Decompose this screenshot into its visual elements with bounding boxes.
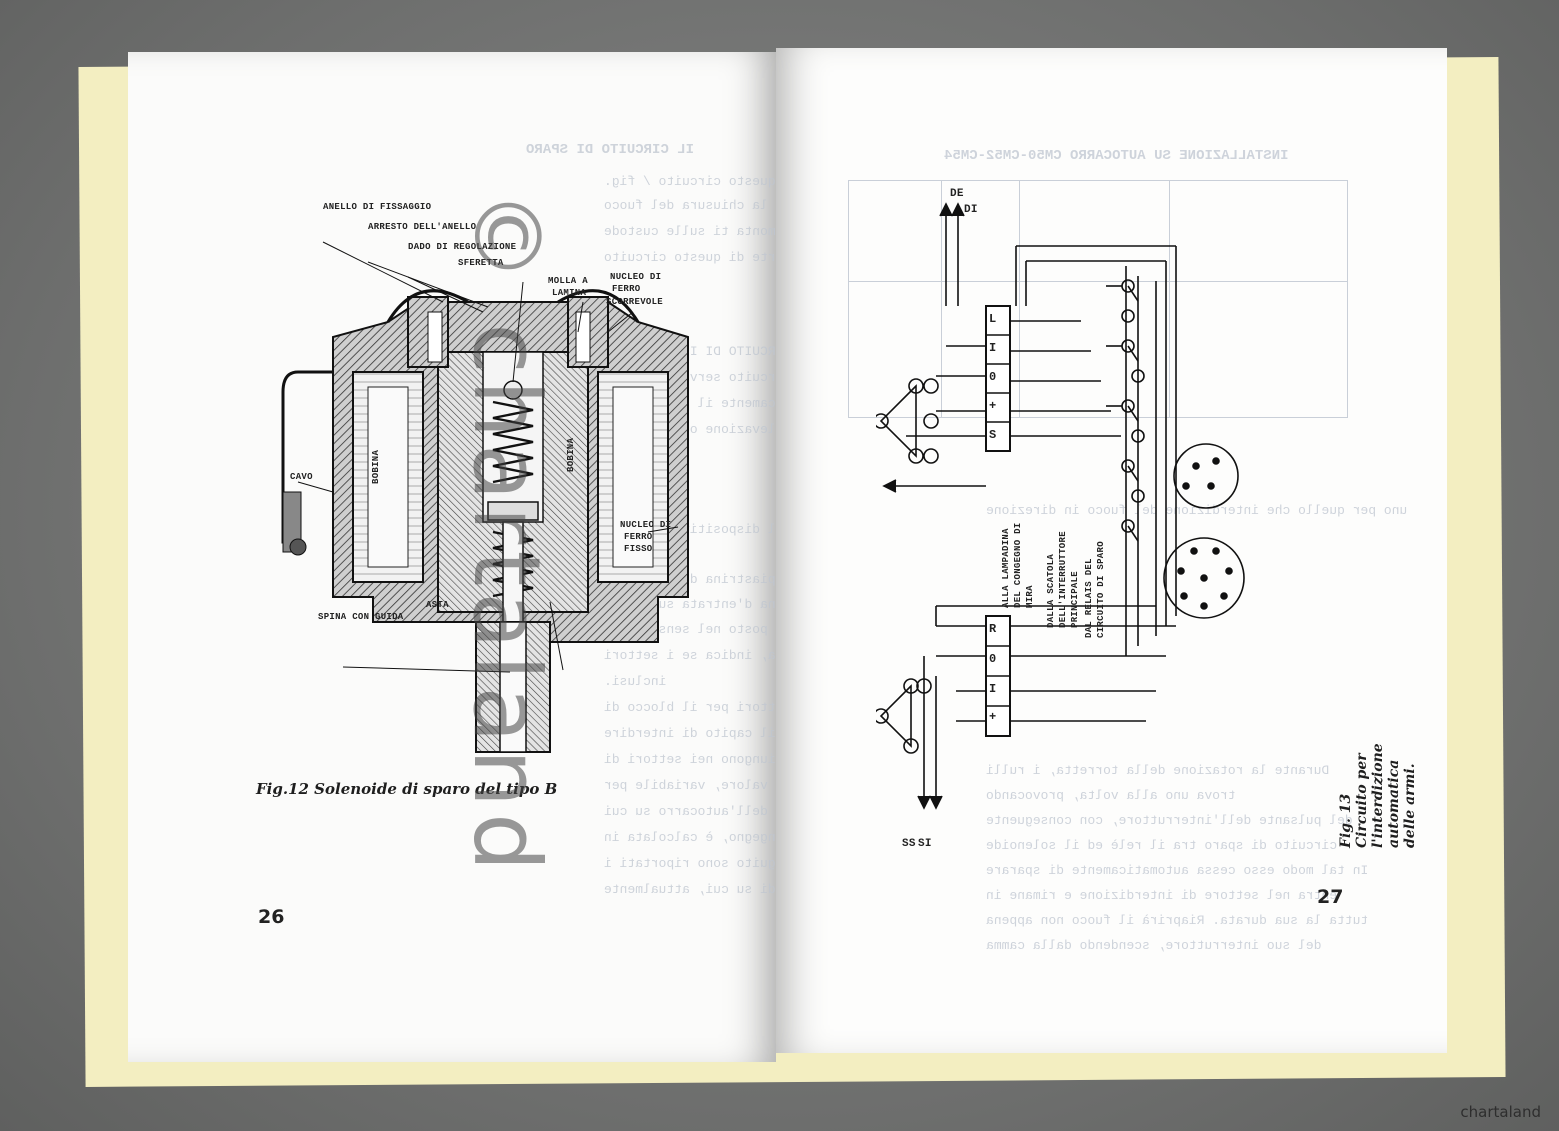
ghost-table xyxy=(848,180,1348,418)
label-anello: ANELLO DI FISSAGGIO xyxy=(323,202,432,212)
box-top-I: I xyxy=(989,341,997,355)
label-lampadina-3: MIRA xyxy=(1025,585,1035,608)
ghost-line: tutta la sua durata. Riaprirà il fuoco n… xyxy=(986,913,1369,928)
brand-label: chartaland xyxy=(1460,1103,1541,1121)
label-ss: SS xyxy=(902,838,916,850)
label-nucleo-fisso-1: NUCLEO DI xyxy=(620,520,672,530)
figure-13-caption: Fig. 13 Circuito per l'interdizione auto… xyxy=(1338,743,1418,848)
figure-12-caption: Fig.12 Solenoide di sparo del tipo B xyxy=(256,780,558,798)
label-nucleo: NUCLEO DI xyxy=(610,272,662,282)
circuit-diagram xyxy=(876,202,1245,810)
label-spina: SPINA CON GUIDA xyxy=(318,612,404,622)
label-bobina-right: BOBINA xyxy=(566,437,576,472)
label-scatola-2: DELL'INTERRUTTORE xyxy=(1058,531,1068,628)
box-top-S: S xyxy=(989,428,997,442)
page-number-left: 26 xyxy=(258,906,285,928)
ghost-title: IL CIRCUITO DI SPARO xyxy=(526,142,695,158)
label-cavo: CAVO xyxy=(290,472,313,482)
box-bottom-plus: + xyxy=(989,710,997,724)
label-lampadina-1: ALLA LAMPADINA xyxy=(1001,528,1011,608)
label-arresto: ARRESTO DELL'ANELLO xyxy=(368,222,477,232)
box-top-0: 0 xyxy=(989,370,997,384)
ghost-title: INSTALLAZIONE SU AUTOCARRO CM50-CM52-CM5… xyxy=(944,148,1289,164)
box-bottom-I: I xyxy=(989,682,997,696)
label-nucleo-fisso-2: FERRO xyxy=(624,532,653,542)
box-bottom-R: R xyxy=(989,622,997,636)
label-lampadina-2: DEL CONGEGNO DI xyxy=(1013,522,1023,608)
ghost-line: entra nel settore di interdizione e rima… xyxy=(986,888,1338,903)
ghost-line: circuito di sparo tra il relè ed il sole… xyxy=(986,838,1338,853)
label-de: DE xyxy=(950,188,964,200)
box-top-L: L xyxy=(989,312,997,326)
right-page: INSTALLAZIONE SU AUTOCARRO CM50-CM52-CM5… xyxy=(776,48,1447,1053)
label-si: SI xyxy=(918,838,932,850)
label-scatola-1: DALLA SCATOLA xyxy=(1046,553,1056,628)
solenoid-diagram xyxy=(281,241,689,753)
label-sferetta: SFERETTA xyxy=(458,258,504,268)
label-nucleo-fisso-3: FISSO xyxy=(624,544,653,554)
label-di: DI xyxy=(964,204,978,216)
label-asta: ASTA xyxy=(426,600,449,610)
label-scatola-3: PRINCIPALE xyxy=(1070,570,1080,628)
label-relais-1: DAL RELAIS DEL xyxy=(1084,558,1094,638)
left-page: IL CIRCUITO DI SPARO Per avere questo ci… xyxy=(128,52,854,1062)
box-top-plus: + xyxy=(989,399,997,413)
label-bobina-left: BOBINA xyxy=(371,449,381,484)
watermark: © chartaland xyxy=(453,190,560,878)
label-molla: MOLLA A xyxy=(548,276,588,286)
label-dado: DADO DI REGOLAZIONE xyxy=(408,242,517,252)
label-ferro: FERRO xyxy=(612,284,641,294)
label-relais-2: CIRCUITO DI SPARO xyxy=(1096,541,1106,638)
label-lamina: LAMINA xyxy=(552,288,587,298)
box-bottom-0: 0 xyxy=(989,652,997,666)
page-number-right: 27 xyxy=(1317,886,1344,908)
ghost-line: In tal modo esso cessa automaticamente d… xyxy=(986,863,1369,878)
ghost-line: del suo interruttore, scendendo dalla ca… xyxy=(986,938,1322,953)
label-scorrevole: SCORREVOLE xyxy=(606,297,664,307)
